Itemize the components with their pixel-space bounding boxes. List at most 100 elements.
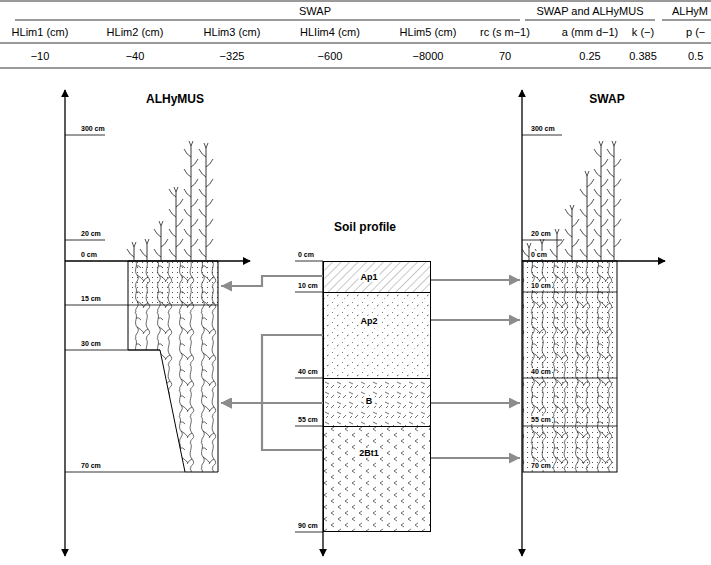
tick-line (65, 305, 128, 306)
arrow-connector (431, 319, 520, 321)
tick-line (295, 292, 323, 293)
soil-layer-fill (323, 426, 431, 532)
plant-stem (572, 210, 573, 261)
table-cell: SWAP and ALHyMUS (537, 5, 644, 18)
depth-label: 300 cm (80, 125, 106, 133)
tick-line (65, 135, 105, 136)
table-cell: −8000 (413, 50, 444, 63)
depth-label: 55 cm (530, 416, 552, 424)
plant-leaves (169, 187, 183, 257)
tick-line (295, 426, 323, 427)
model-root-zone: ALHyMUS (128, 261, 220, 472)
arrow-connector (431, 402, 520, 404)
panel-title: SWAP (587, 93, 626, 107)
soil-layer: Ap2 (323, 292, 431, 379)
tick-line (295, 378, 323, 379)
topsoil-fill (523, 261, 617, 472)
tick-line (295, 532, 323, 533)
soil-layer-fill (323, 292, 431, 378)
plant-leaves (594, 141, 608, 257)
arrow-connector (221, 335, 323, 403)
table-cell: HLim5 (cm) (400, 26, 457, 39)
panel-title: ALHyMUS (144, 93, 206, 107)
arrow-connector (221, 403, 323, 450)
table-cell: ALHyM (672, 5, 708, 18)
root-zone-outline (128, 261, 218, 472)
depth-label: 10 cm (297, 282, 319, 290)
tick-line (522, 135, 562, 136)
axis-line (64, 90, 65, 556)
soil-layer-fill (323, 261, 431, 292)
plant-stem (147, 244, 148, 261)
plant-stem (161, 226, 162, 261)
table-rule (662, 20, 711, 21)
depth-label: 90 cm (297, 522, 319, 530)
layer-line (523, 378, 617, 379)
table-cell: −325 (220, 50, 245, 63)
depth-label: 40 cm (530, 368, 552, 376)
table-cell: HLIim4 (cm) (300, 26, 360, 39)
root-zone-fill (128, 261, 218, 472)
plant-leaves (127, 242, 136, 257)
plant-leaves (140, 239, 149, 257)
arrow-connector (431, 457, 520, 459)
panel-title: Soil profile (332, 221, 398, 235)
depth-label: 70 cm (530, 462, 552, 470)
depth-label: 15 cm (80, 295, 102, 303)
table-rule (0, 1, 711, 2)
tick-line (65, 472, 185, 473)
depth-label: 0 cm (530, 251, 548, 259)
table-cell: SWAP (299, 5, 331, 18)
table-cell: 0.385 (629, 50, 657, 63)
plant-leaves (550, 229, 564, 257)
table-cell: 0.5 (688, 50, 703, 63)
tick-line (65, 240, 105, 241)
soil-layer: B (323, 378, 431, 427)
depth-label: 0 cm (80, 251, 98, 259)
root-zone (523, 261, 617, 472)
table-cell: −600 (318, 50, 343, 63)
table-cell: 0.25 (579, 50, 600, 63)
depth-label: 0 cm (297, 251, 315, 259)
soil-layer: Ap1 (323, 261, 431, 293)
layer-label: Ap2 (358, 316, 379, 326)
depth-label: 30 cm (80, 340, 102, 348)
table-cell: a (mm d−1) (562, 26, 619, 39)
arrow-connector (431, 279, 520, 281)
table-rule (525, 20, 655, 21)
plant-stem (587, 176, 588, 261)
tick-line (295, 261, 323, 262)
model-root-zone: SWAP (523, 261, 617, 472)
depth-label: 20 cm (80, 230, 102, 238)
tick-line (522, 240, 562, 241)
plant-stem (134, 247, 135, 261)
soil-layer-fill (323, 378, 431, 426)
table-rule (15, 20, 520, 21)
table-cell: HLim3 (cm) (204, 26, 261, 39)
plant-stem (601, 146, 602, 261)
axis-line (521, 90, 522, 556)
plant-leaves (565, 205, 579, 257)
depth-label: 20 cm (530, 230, 552, 238)
plant-stem (614, 146, 615, 261)
table-cell: rc (s m−1) (480, 26, 530, 39)
plant-leaves (184, 141, 198, 257)
layer-label: Ap1 (358, 272, 379, 282)
depth-label: 70 cm (80, 462, 102, 470)
table-cell: −40 (126, 50, 145, 63)
layer-line (523, 292, 617, 293)
layer-line (523, 426, 617, 427)
table-rule (0, 68, 711, 69)
plant-stem (191, 146, 192, 261)
plant-leaves (154, 221, 168, 257)
plant-stem (206, 148, 207, 261)
table-cell: −10 (31, 50, 50, 63)
table-cell: HLim2 (cm) (107, 26, 164, 39)
table-cell: HLim1 (cm) (12, 26, 69, 39)
layer-line (128, 305, 218, 306)
depth-label: 40 cm (297, 368, 319, 376)
